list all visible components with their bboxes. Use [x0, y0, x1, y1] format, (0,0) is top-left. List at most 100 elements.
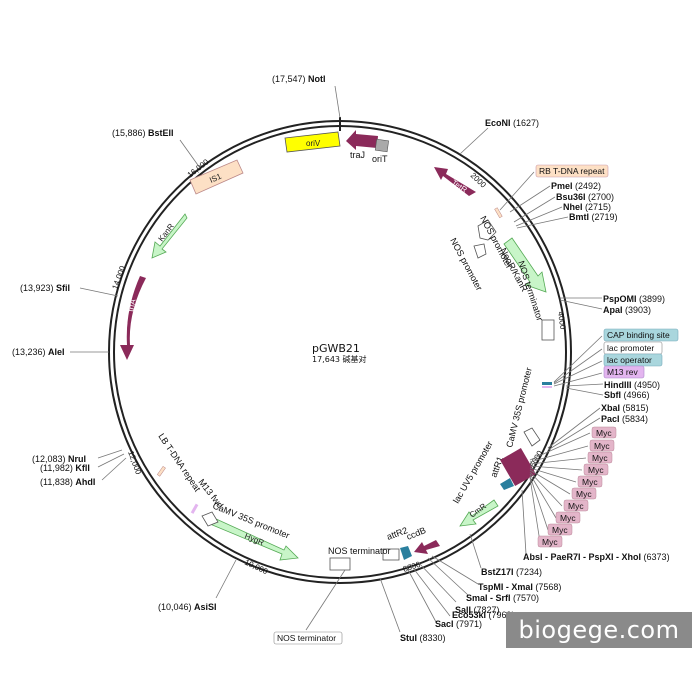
site-NotI[interactable]: (17,547) NotI	[272, 74, 341, 119]
myc-block	[500, 448, 536, 486]
svg-text:RB T-DNA repeat: RB T-DNA repeat	[539, 166, 605, 176]
site-SbfI[interactable]: SbfI (4966)	[565, 387, 650, 400]
svg-text:M13 rev: M13 rev	[607, 367, 638, 377]
svg-text:(11,838) AhdI: (11,838) AhdI	[40, 477, 95, 487]
feature-nos-terminator-2[interactable]: NOS terminator	[328, 546, 391, 571]
tag-lac-promoter[interactable]: lac promoter	[553, 341, 663, 384]
svg-text:Myc: Myc	[588, 465, 604, 475]
feature-nos-promoter-2[interactable]: NOS promoter	[448, 236, 487, 292]
tag-rb-repeat[interactable]: RB T-DNA repeat	[499, 164, 609, 211]
site-StuI[interactable]: StuI (8330)	[379, 577, 446, 643]
tick-10000: 10,000	[243, 558, 269, 577]
lac-mark-1	[542, 382, 552, 385]
myc-tag[interactable]: Myc	[589, 439, 615, 452]
myc-tag[interactable]: Myc	[563, 499, 589, 512]
svg-text:Myc: Myc	[582, 477, 598, 487]
svg-text:NOS terminator: NOS terminator	[328, 546, 391, 556]
site-PspOMI[interactable]: PspOMI (3899)	[560, 294, 665, 304]
svg-text:ApaI (3903): ApaI (3903)	[603, 305, 651, 315]
site-BstZ17I[interactable]: BstZ17I (7234)	[469, 533, 542, 577]
svg-text:NOS terminator: NOS terminator	[277, 633, 336, 643]
site-NruI[interactable]: (12,083) NruI	[32, 449, 123, 464]
svg-text:attR2: attR2	[385, 525, 409, 542]
site-ApaI[interactable]: ApaI (3903)	[559, 299, 651, 315]
plasmid-name: pGWB21	[312, 342, 360, 355]
site-SmaI[interactable]: SmaI - SrfI (7570)	[427, 557, 539, 603]
feature-TetR[interactable]: TetR	[434, 167, 476, 196]
svg-text:SacI (7971): SacI (7971)	[435, 619, 482, 629]
feature-ccdB[interactable]: ccdB	[405, 525, 440, 554]
svg-text:XbaI (5815): XbaI (5815)	[601, 403, 649, 413]
myc-tag[interactable]: Myc	[547, 523, 573, 536]
site-Bsu36I[interactable]: Bsu36I (2700)	[513, 192, 614, 223]
lac-mark-2	[542, 386, 552, 388]
svg-text:Eco53kI (7969): Eco53kI (7969)	[452, 610, 515, 620]
svg-text:BmtI (2719): BmtI (2719)	[569, 212, 618, 222]
feature-trfA[interactable]: trfA	[120, 276, 146, 360]
site-XmaI[interactable]: TspMI - XmaI (7568)	[431, 555, 561, 592]
feature-oriV[interactable]: oriV	[284, 131, 341, 153]
site-SalI[interactable]: SalI (7827)	[417, 561, 500, 615]
myc-tag[interactable]: Myc	[577, 475, 603, 488]
site-XbaI[interactable]: XbaI (5815)	[547, 403, 649, 449]
feature-CmR[interactable]: CmR	[459, 499, 499, 527]
feature-nos-terminator-3[interactable]: NOS terminator	[273, 569, 346, 645]
svg-text:(17,547) NotI: (17,547) NotI	[272, 74, 326, 84]
feature-oriT[interactable]: oriT	[372, 138, 389, 164]
site-Eco53kI[interactable]: Eco53kI (7969)	[409, 563, 515, 620]
svg-text:NheI (2715): NheI (2715)	[563, 202, 611, 212]
myc-tag[interactable]: Myc	[587, 451, 613, 464]
tag-lac-operator[interactable]: lac operator	[553, 353, 663, 385]
site-KflI[interactable]: (11,982) KflI	[40, 453, 125, 473]
site-PacI[interactable]: PacI (5834)	[547, 414, 648, 451]
feature-camv35s-1[interactable]: CaMV 35S promoter	[504, 366, 541, 448]
plasmid-size: 17,643 碱基对	[312, 354, 367, 364]
site-XhoI[interactable]: AbsI - PaeR7I - PspXI - XhoI (6373)	[521, 489, 670, 562]
myc-tag[interactable]: Myc	[591, 426, 617, 439]
tick-2000: 2000	[469, 171, 489, 190]
svg-text:M13 fwd: M13 fwd	[196, 477, 225, 510]
site-BmtI[interactable]: BmtI (2719)	[516, 212, 618, 229]
site-EcoNI[interactable]: EcoNI (1627)	[459, 118, 539, 155]
svg-text:CAP binding site: CAP binding site	[607, 330, 670, 340]
feature-IS1[interactable]: IS1	[189, 159, 244, 195]
myc-tag[interactable]: Myc	[571, 487, 597, 500]
myc-tag[interactable]: Myc	[555, 511, 581, 524]
svg-text:SalI (7827): SalI (7827)	[455, 605, 500, 615]
site-SfiI[interactable]: (13,923) SfiI	[20, 283, 119, 297]
site-SacI[interactable]: SacI (7971)	[405, 565, 482, 629]
svg-text:PacI (5834): PacI (5834)	[601, 414, 648, 424]
site-NheI[interactable]: NheI (2715)	[515, 202, 611, 227]
svg-text:traJ: traJ	[350, 150, 365, 160]
svg-text:(15,886) BstEII: (15,886) BstEII	[112, 128, 174, 138]
svg-text:(10,046) AsiSI: (10,046) AsiSI	[158, 602, 217, 612]
svg-text:trfA: trfA	[126, 298, 138, 313]
tag-cap-binding-site[interactable]: CAP binding site	[553, 328, 679, 383]
tag-m13-rev[interactable]: M13 rev	[553, 365, 645, 387]
svg-text:(13,236) AleI: (13,236) AleI	[12, 347, 65, 357]
svg-text:EcoNI (1627): EcoNI (1627)	[485, 118, 539, 128]
site-PmeI[interactable]: PmeI (2492)	[509, 181, 601, 213]
svg-text:Myc: Myc	[596, 428, 612, 438]
svg-text:AbsI - PaeR7I - PspXI - XhoI (: AbsI - PaeR7I - PspXI - XhoI (6373)	[523, 552, 670, 562]
svg-text:TspMI - XmaI (7568): TspMI - XmaI (7568)	[478, 582, 561, 592]
feature-traJ[interactable]: traJ	[346, 130, 378, 160]
svg-text:HindIII (4950): HindIII (4950)	[604, 380, 660, 390]
feature-lb-repeat[interactable]: LB T-DNA repeat	[156, 432, 203, 494]
svg-text:SbfI (4966): SbfI (4966)	[604, 390, 650, 400]
site-AsiSI[interactable]: (10,046) AsiSI	[158, 559, 237, 612]
svg-text:LB T-DNA repeat: LB T-DNA repeat	[156, 432, 203, 494]
myc-tag[interactable]: Myc	[537, 535, 563, 548]
site-HindIII[interactable]: HindIII (4950)	[565, 380, 660, 390]
svg-text:oriV: oriV	[306, 139, 321, 148]
site-AleI[interactable]: (13,236) AleI	[12, 347, 109, 357]
site-AhdI[interactable]: (11,838) AhdI	[40, 457, 127, 487]
site-BstEII[interactable]: (15,886) BstEII	[112, 128, 201, 169]
svg-text:(12,083) NruI: (12,083) NruI	[32, 454, 86, 464]
feature-lac-uv5-label: lac UV5 promoter	[451, 439, 495, 505]
svg-text:lac promoter: lac promoter	[607, 343, 654, 353]
myc-tag[interactable]: Myc	[583, 463, 609, 476]
svg-text:(13,923) SfiI: (13,923) SfiI	[20, 283, 70, 293]
svg-text:lac operator: lac operator	[607, 355, 652, 365]
tick-14000: 14,000	[110, 264, 127, 291]
